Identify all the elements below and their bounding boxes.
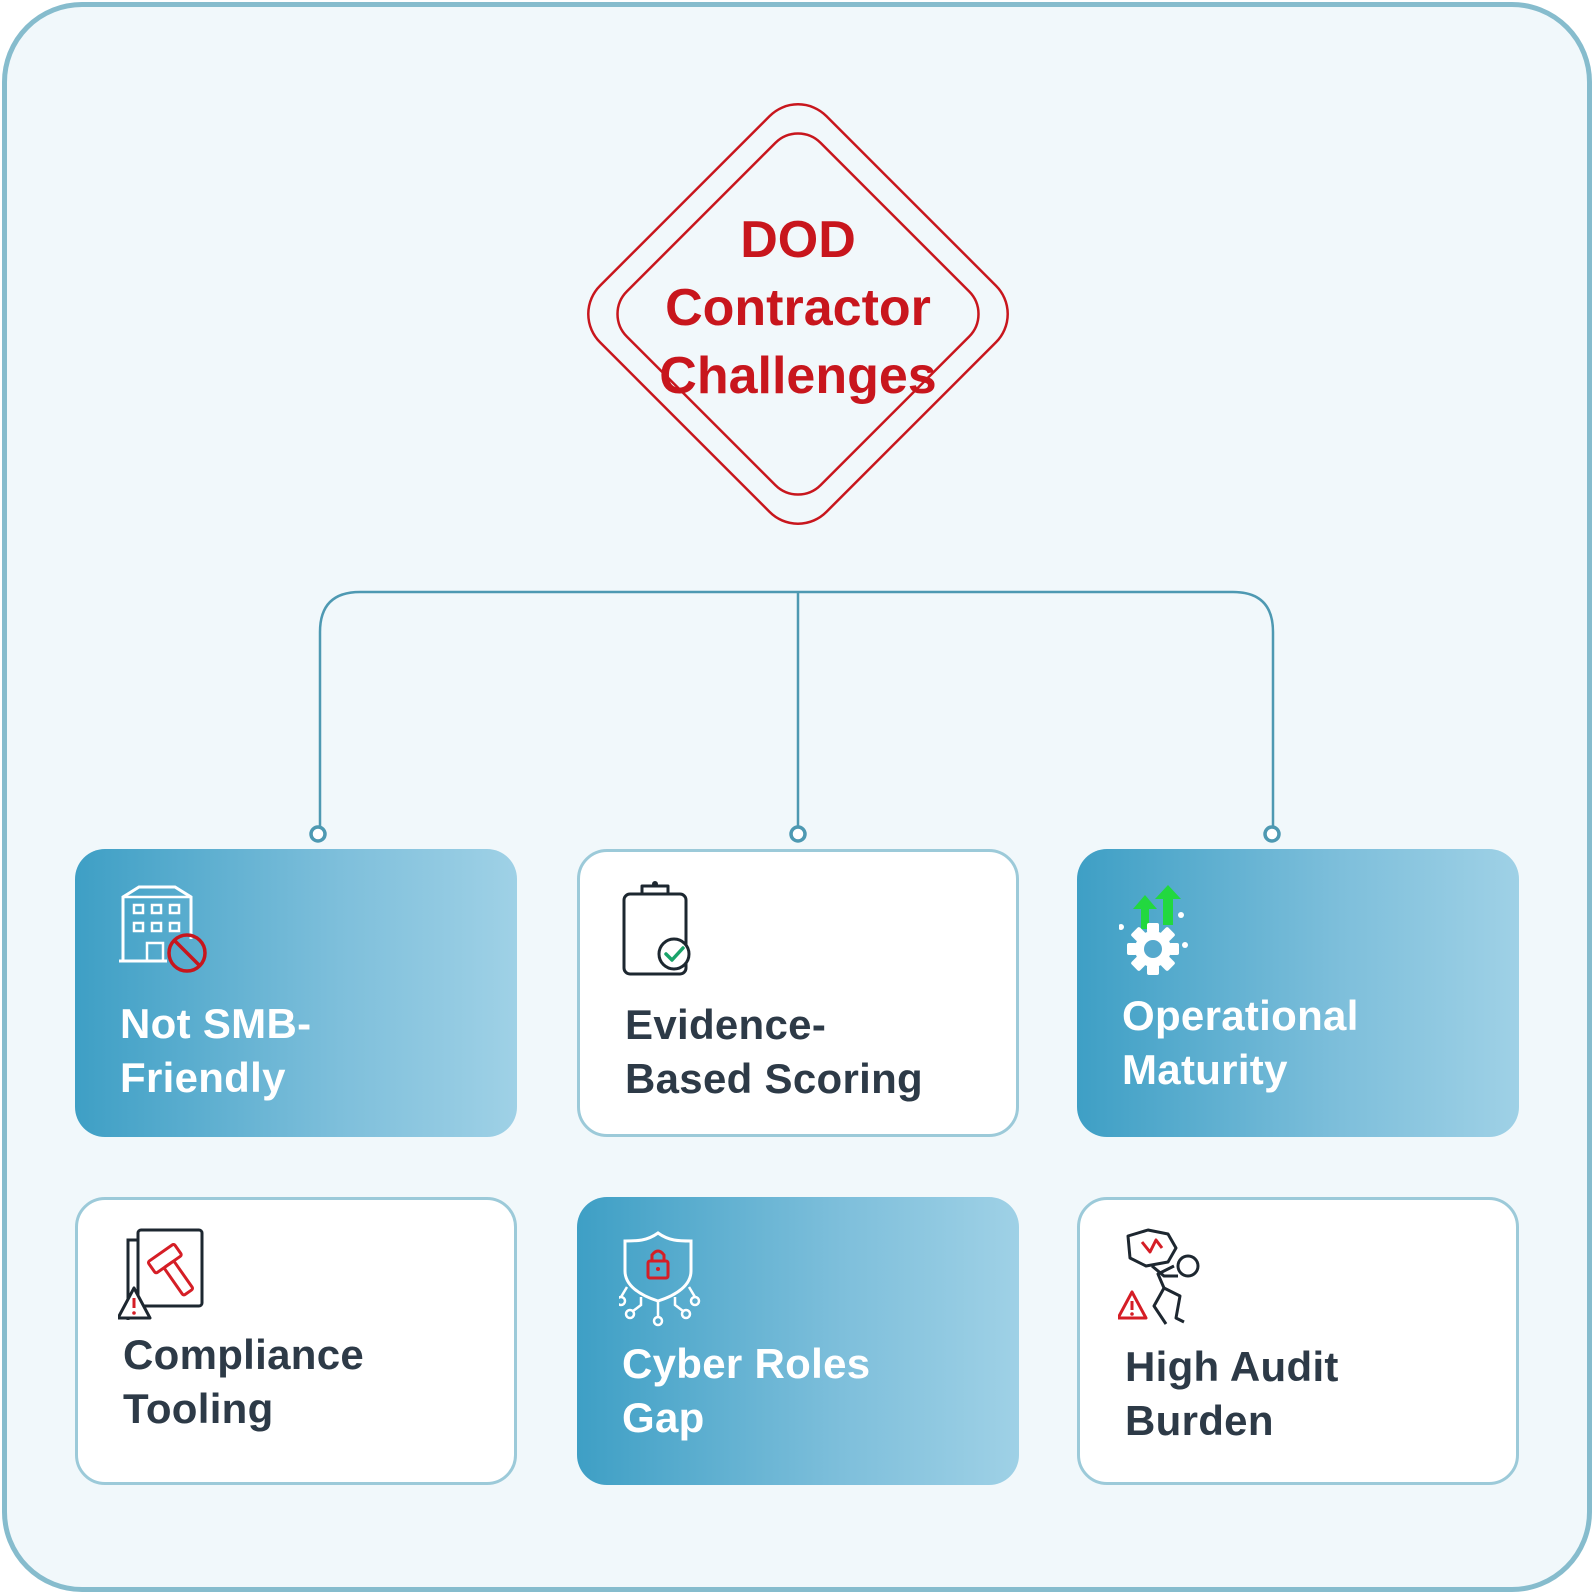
connector-dot-left: [309, 825, 327, 843]
connector-right: [798, 590, 1275, 826]
card-label: Evidence- Based Scoring: [625, 1001, 923, 1102]
diagram-title: DOD Contractor Challenges: [600, 206, 996, 410]
card-evidence-based-scoring: Evidence- Based Scoring: [577, 849, 1019, 1137]
title-line-2: Contractor: [665, 279, 931, 337]
title-line-1: DOD: [740, 211, 856, 269]
card-operational-maturity: Operational Maturity: [1077, 849, 1519, 1137]
shield-lock-circuit-icon: [619, 1231, 701, 1327]
card-label: Cyber Roles Gap: [622, 1340, 871, 1441]
card-label: High Audit Burden: [1125, 1343, 1339, 1444]
connector-dot-right: [1263, 825, 1281, 843]
connector-left: [318, 590, 798, 826]
gavel-warning-icon: [118, 1228, 204, 1320]
clipboard-check-icon: [622, 881, 691, 976]
card-label: Operational Maturity: [1122, 992, 1359, 1093]
connector-dot-center: [789, 825, 807, 843]
card-compliance-tooling: Compliance Tooling: [75, 1197, 517, 1485]
card-label: Compliance Tooling: [123, 1331, 365, 1432]
card-high-audit-burden: High Audit Burden: [1077, 1197, 1519, 1485]
title-line-3: Challenges: [659, 347, 937, 405]
card-not-smb-friendly: Not SMB- Friendly: [75, 849, 517, 1137]
gear-arrows-up-icon: [1119, 885, 1188, 975]
building-no-icon: [119, 885, 207, 973]
title-diamond: [587, 103, 1009, 525]
card-cyber-roles-gap: Cyber Roles Gap: [577, 1197, 1019, 1485]
card-label: Not SMB- Friendly: [120, 1000, 312, 1101]
person-carrying-burden-icon: [1118, 1228, 1200, 1325]
